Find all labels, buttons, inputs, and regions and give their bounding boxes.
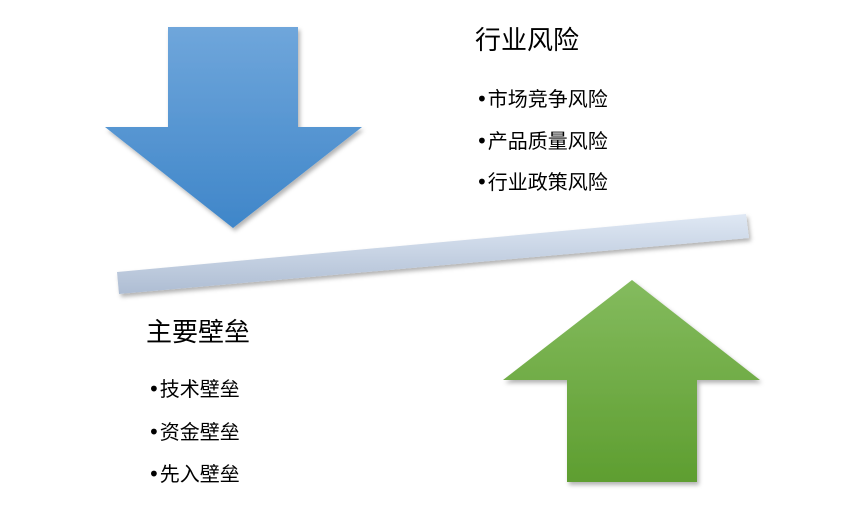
balance-beam — [117, 214, 749, 294]
risk-item: •行业政策风险 — [476, 170, 608, 194]
risk-item: •产品质量风险 — [476, 129, 608, 153]
barrier-item: •技术壁垒 — [148, 377, 240, 401]
up-arrow-icon — [503, 280, 760, 482]
barrier-item: •资金壁垒 — [148, 420, 240, 444]
barrier-item: •先入壁垒 — [148, 462, 240, 486]
risk-title: 行业风险 — [475, 26, 580, 56]
risk-item: •市场竞争风险 — [476, 87, 608, 111]
barriers-title: 主要壁垒 — [146, 318, 251, 348]
down-arrow-icon — [105, 27, 362, 228]
